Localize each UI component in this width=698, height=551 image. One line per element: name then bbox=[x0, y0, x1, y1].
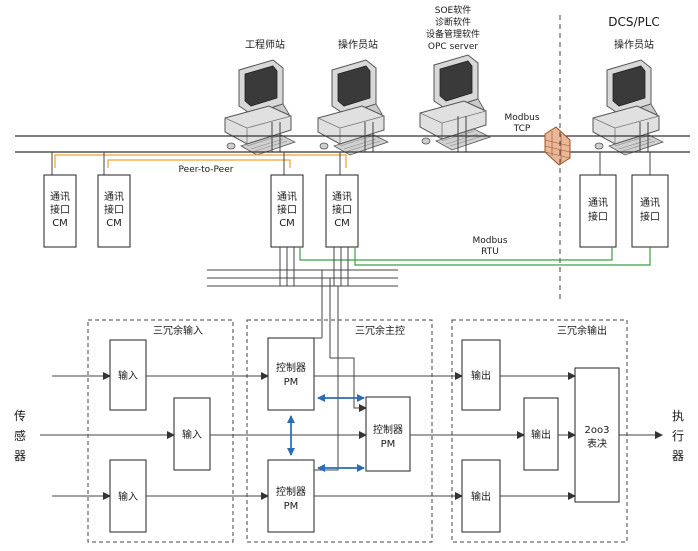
peer-to-peer-label: Peer-to-Peer bbox=[179, 165, 234, 175]
actuator-label: 执 行 器 bbox=[672, 409, 684, 463]
svg-text:接口: 接口 bbox=[277, 203, 297, 216]
signal-flow-arrows bbox=[40, 337, 663, 500]
modbus-tcp-label-1: Modbus bbox=[504, 113, 539, 123]
output-group-title: 三冗余输出 bbox=[557, 324, 607, 337]
input-module-2: 输入 bbox=[173, 397, 211, 471]
svg-text:接口: 接口 bbox=[104, 203, 124, 216]
sensor-label: 传 感 器 bbox=[14, 408, 26, 463]
svg-text:表决: 表决 bbox=[587, 437, 607, 450]
svg-text:输入: 输入 bbox=[182, 428, 202, 441]
dcs-cm-module-2: 通讯 接口 bbox=[631, 174, 669, 248]
peer-to-peer-lines bbox=[54, 154, 347, 168]
svg-text:输出: 输出 bbox=[471, 490, 491, 503]
operator-station-2-label: 操作员站 bbox=[614, 38, 654, 51]
svg-text:接口: 接口 bbox=[332, 203, 352, 216]
diag-label: 诊断软件 bbox=[435, 16, 471, 28]
svg-text:通讯: 通讯 bbox=[50, 191, 70, 203]
modbus-rtu-label-1: Modbus bbox=[472, 236, 507, 246]
input-module-3: 输入 bbox=[109, 459, 147, 533]
modbus-rtu-label-2: RTU bbox=[481, 247, 499, 257]
cm-module-2: 通讯 接口 CM bbox=[97, 174, 131, 248]
output-module-1: 输出 bbox=[461, 339, 501, 411]
svg-text:CM: CM bbox=[52, 218, 68, 229]
firewall-icon bbox=[544, 126, 571, 166]
cm-module-4: 通讯 接口 CM bbox=[325, 174, 359, 248]
svg-text:通讯: 通讯 bbox=[104, 191, 124, 203]
pm-interconnect bbox=[287, 394, 365, 472]
svg-text:2oo3: 2oo3 bbox=[585, 425, 610, 436]
svg-text:传: 传 bbox=[14, 408, 26, 423]
control-group-title: 三冗余主控 bbox=[355, 324, 405, 337]
modbus-rtu-lines bbox=[299, 247, 651, 266]
output-module-2: 输出 bbox=[523, 397, 559, 471]
svg-text:通讯: 通讯 bbox=[277, 191, 297, 203]
cm-module-3: 通讯 接口 CM bbox=[270, 174, 304, 248]
svg-text:输出: 输出 bbox=[531, 428, 551, 441]
svg-text:CM: CM bbox=[279, 218, 295, 229]
input-group bbox=[87, 319, 234, 543]
controller-pm-3: 控制器 PM bbox=[267, 459, 315, 533]
svg-text:输入: 输入 bbox=[118, 369, 138, 382]
svg-text:控制器: 控制器 bbox=[276, 485, 306, 498]
controller-pm-2: 控制器 PM bbox=[365, 396, 411, 472]
engineer-station bbox=[224, 59, 296, 156]
svg-text:接口: 接口 bbox=[588, 210, 608, 223]
io-bus bbox=[207, 247, 398, 400]
cm-drop-lines bbox=[51, 152, 651, 175]
svg-text:CM: CM bbox=[334, 218, 350, 229]
svg-text:通讯: 通讯 bbox=[332, 191, 352, 203]
svg-text:器: 器 bbox=[672, 449, 684, 463]
svg-text:PM: PM bbox=[381, 439, 396, 450]
output-group bbox=[451, 319, 628, 543]
svg-text:控制器: 控制器 bbox=[276, 361, 306, 374]
svg-text:器: 器 bbox=[14, 449, 26, 463]
soe-label: SOE软件 bbox=[435, 4, 471, 16]
svg-text:PM: PM bbox=[284, 377, 299, 388]
svg-text:行: 行 bbox=[672, 429, 684, 443]
ethernet-bus bbox=[15, 135, 690, 153]
control-group bbox=[246, 319, 433, 543]
svg-text:通讯: 通讯 bbox=[640, 197, 660, 209]
operator-station-1 bbox=[317, 59, 389, 156]
opc-label: OPC server bbox=[428, 42, 478, 52]
svg-text:CM: CM bbox=[106, 218, 122, 229]
svg-text:PM: PM bbox=[284, 501, 299, 512]
operator-station-1-label: 操作员站 bbox=[338, 38, 378, 51]
modbus-tcp-label-2: TCP bbox=[513, 124, 531, 134]
input-group-title: 三冗余输入 bbox=[153, 324, 203, 337]
svg-text:执: 执 bbox=[672, 409, 684, 423]
engineer-station-label: 工程师站 bbox=[245, 38, 285, 51]
svg-text:控制器: 控制器 bbox=[373, 423, 403, 436]
asset-mgmt-label: 设备管理软件 bbox=[426, 28, 480, 40]
svg-text:输入: 输入 bbox=[118, 490, 138, 503]
svg-text:接口: 接口 bbox=[640, 210, 660, 223]
svg-text:感: 感 bbox=[14, 428, 26, 443]
svg-text:接口: 接口 bbox=[50, 203, 70, 216]
output-module-3: 输出 bbox=[461, 459, 501, 533]
voter-2oo3: 2oo3 表决 bbox=[574, 367, 620, 503]
station-drop-lines bbox=[271, 116, 649, 152]
controller-pm-1: 控制器 PM bbox=[267, 337, 315, 411]
cm-module-1: 通讯 接口 CM bbox=[43, 174, 77, 248]
dcs-cm-module-1: 通讯 接口 bbox=[579, 174, 617, 248]
input-module-1: 输入 bbox=[109, 339, 147, 411]
operator-station-2 bbox=[592, 59, 664, 156]
dcs-plc-title: DCS/PLC bbox=[608, 15, 660, 29]
svg-text:输出: 输出 bbox=[471, 369, 491, 382]
svg-text:通讯: 通讯 bbox=[588, 197, 608, 209]
